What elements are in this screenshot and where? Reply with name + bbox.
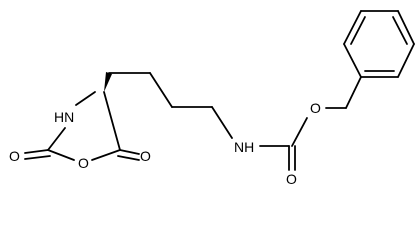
- label-ring-oxygen: O: [78, 155, 89, 171]
- bond-phenyl-inner-1: [350, 16, 366, 45]
- label-carbamate-nh: NH: [234, 139, 254, 155]
- bond-phenyl-2: [343, 10, 362, 45]
- label-carbonyl-oxygen-c5: O: [140, 148, 151, 164]
- bond-chain-4: [211, 106, 233, 139]
- structure-diagram: HN O O O NH O O: [9, 10, 415, 185]
- bond-c2-o-double-b: [24, 155, 51, 160]
- bond-chain-2: [149, 72, 173, 108]
- bond-phenyl-1: [343, 43, 362, 78]
- bond-o1-c5: [91, 149, 121, 161]
- bond-c5-o-double-b: [117, 155, 140, 161]
- label-oxazolidine-nh: HN: [54, 109, 74, 125]
- bond-c5-c4: [103, 91, 121, 151]
- bond-phenyl-4: [397, 10, 415, 45]
- label-carbamate-ester-oxygen: O: [310, 100, 321, 116]
- bond-phenyl-inner-2: [392, 16, 408, 45]
- label-carbonyl-oxygen-c2: O: [9, 148, 20, 164]
- wedge-bond-stereocenter: [104, 72, 112, 92]
- bond-c5-o-double-a: [119, 149, 140, 155]
- bond-ch2-phenyl: [345, 76, 362, 109]
- bond-c2-o-double-a: [24, 149, 49, 154]
- bond-carbonyl-ester-o: [291, 117, 308, 147]
- bond-n3-c2: [47, 127, 66, 151]
- bond-c2-o1: [47, 149, 75, 161]
- molecule-drawing: HN O O O NH O O: [9, 10, 415, 185]
- label-carbamate-carbonyl-oxygen: O: [286, 171, 297, 185]
- bond-phenyl-5: [397, 43, 415, 78]
- bond-c4-n3: [75, 91, 96, 106]
